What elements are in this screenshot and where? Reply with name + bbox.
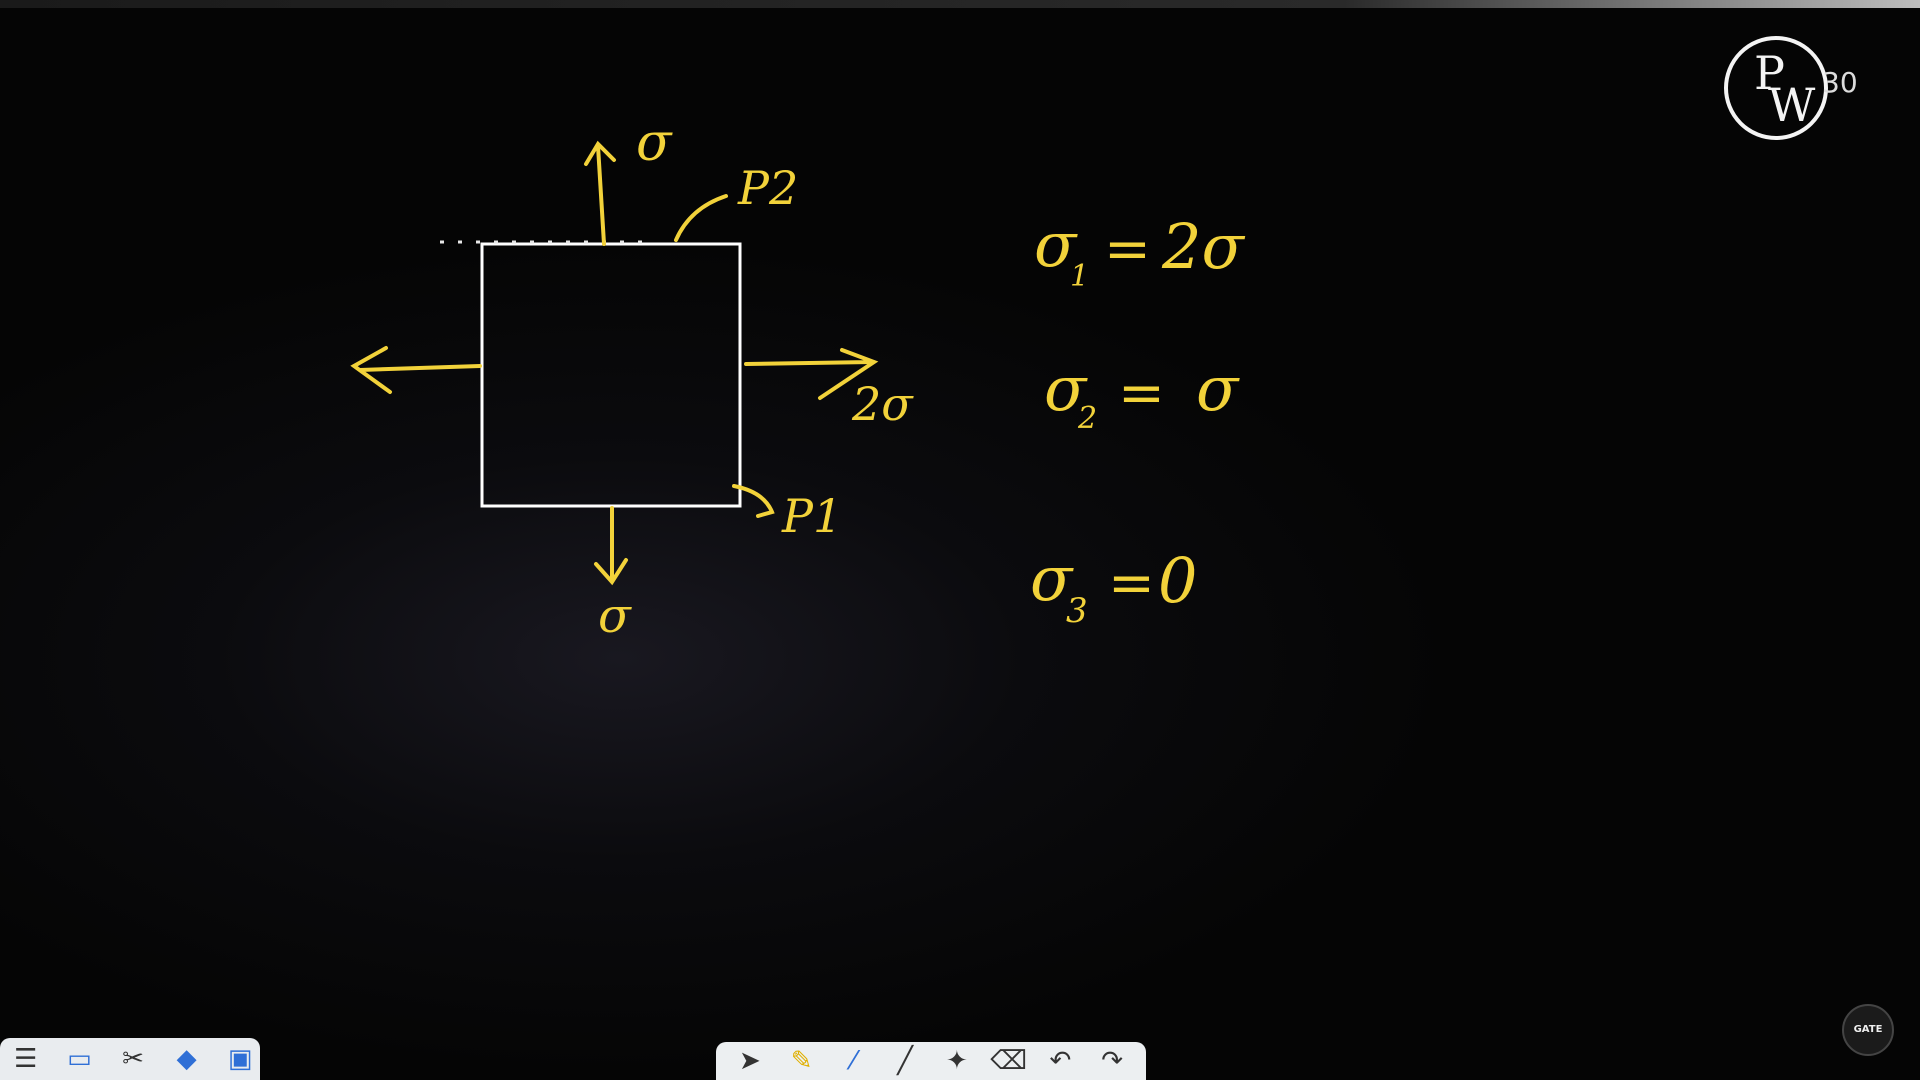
- undo-icon[interactable]: ↶: [1049, 1046, 1072, 1076]
- equation-sigma-2: σ 2 = σ: [1044, 352, 1240, 436]
- pw-logo: P W: [1724, 36, 1828, 140]
- left-stress-arrow: [350, 346, 482, 394]
- ruler-icon[interactable]: ╱: [897, 1046, 913, 1076]
- image-icon[interactable]: ▣: [227, 1044, 253, 1074]
- svg-text:3: 3: [1066, 591, 1088, 631]
- top-sigma-label: σ: [636, 113, 673, 173]
- top-stress-arrow: [584, 140, 616, 246]
- svg-text:σ: σ: [1034, 208, 1078, 281]
- bottom-stress-arrow: [594, 506, 628, 586]
- right-stress-arrow: [744, 348, 879, 400]
- logo-number: 30: [1822, 66, 1858, 99]
- pointer-icon[interactable]: ➤: [738, 1046, 761, 1076]
- gate-badge: GATE: [1842, 1004, 1894, 1056]
- monitor-icon[interactable]: ▭: [67, 1044, 92, 1074]
- plane-p1-label: P1: [781, 489, 842, 543]
- whiteboard-toolbar-center: ➤ ✎ ⁄ ╱ ✦ ⌫ ↶ ↷: [716, 1042, 1146, 1080]
- whiteboard-toolbar-left: ☰ ▭ ✂ ◆ ▣: [0, 1038, 260, 1080]
- shapes-icon[interactable]: ◆: [176, 1044, 197, 1074]
- svg-text:σ: σ: [1196, 352, 1240, 425]
- equation-sigma-3: σ 3 = 0: [1030, 542, 1197, 631]
- pen-icon[interactable]: ✎: [790, 1046, 813, 1076]
- equation-sigma-1: σ 1 = 2σ: [1034, 208, 1245, 294]
- svg-text:=: =: [1104, 217, 1151, 282]
- stress-element-square: [480, 242, 742, 508]
- redo-icon[interactable]: ↷: [1101, 1046, 1124, 1076]
- laser-icon[interactable]: ✦: [945, 1046, 968, 1076]
- plane-p2-hook: [674, 194, 728, 242]
- svg-text:=: =: [1108, 551, 1155, 616]
- plane-p2-label: P2: [737, 161, 798, 215]
- svg-text:2: 2: [1077, 401, 1097, 436]
- svg-text:σ: σ: [1044, 352, 1088, 425]
- svg-text:2σ: 2σ: [1161, 210, 1245, 283]
- bottom-sigma-label: σ: [598, 588, 632, 644]
- svg-text:=: =: [1118, 361, 1165, 426]
- svg-text:1: 1: [1070, 259, 1089, 294]
- eraser-icon[interactable]: ⌫: [990, 1046, 1027, 1076]
- tools-icon[interactable]: ✂: [122, 1044, 144, 1074]
- svg-text:0: 0: [1158, 544, 1197, 617]
- svg-text:σ: σ: [1030, 542, 1074, 615]
- menu-icon[interactable]: ☰: [14, 1044, 38, 1074]
- right-2sigma-label: 2σ: [851, 377, 914, 431]
- plane-p1-hook: [732, 484, 775, 518]
- highlighter-icon[interactable]: ⁄: [851, 1046, 856, 1076]
- top-edge: [0, 0, 1920, 8]
- blackboard: [0, 8, 1920, 1080]
